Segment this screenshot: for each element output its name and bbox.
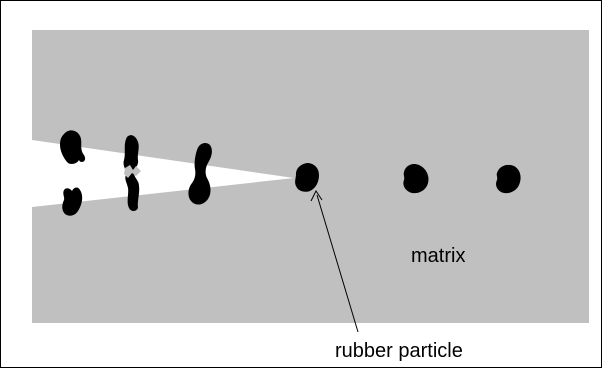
crack-wedge [32,140,294,207]
rubber-particle-leader-line [316,194,359,333]
rubber-particle-2 [403,163,429,194]
rubber-particle-3 [496,164,521,194]
leader-arrowhead [310,190,323,202]
cavitated-particle-3 [188,142,212,205]
rubber-particle-intact [295,163,319,192]
particle-1-upper-half [60,130,86,164]
particle-1-lower-half [62,187,83,216]
rubber-particle-label: rubber particle [335,340,463,362]
cavitated-particle-1 [60,130,86,216]
particle-2-crack-notch [124,165,141,178]
cavitated-particle-2 [123,135,141,211]
matrix-label: matrix [411,245,465,267]
